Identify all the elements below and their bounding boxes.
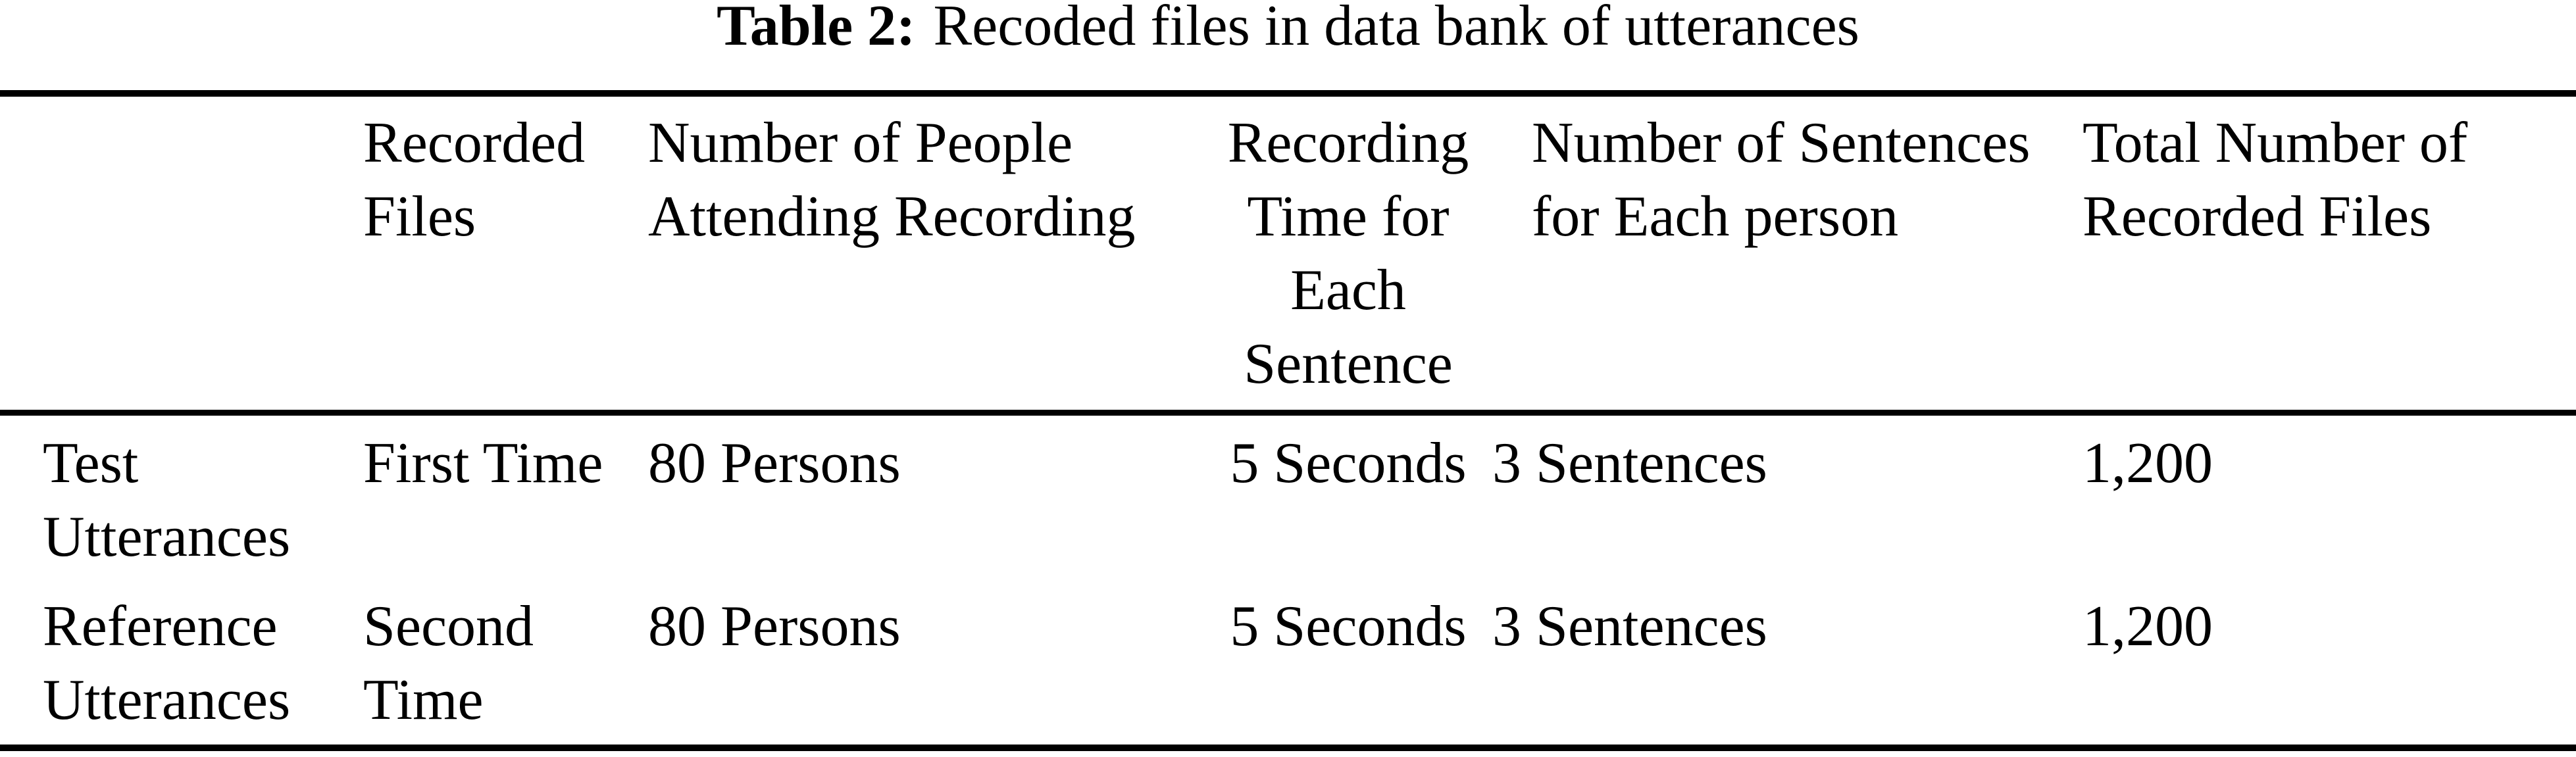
cell-sentence-count: 3 Sentences	[1492, 595, 1767, 658]
column-header-total-files: Total Number of Recorded Files	[2083, 111, 2468, 249]
column-header-sentence-count: Number of Sentences for Each person	[1532, 111, 2031, 249]
table-caption: Table 2: Recoded files in data bank of ut…	[0, 0, 2576, 63]
cell-total-files: 1,200	[2083, 595, 2213, 658]
column-header-recorded-files: Recorded Files	[363, 111, 586, 249]
cell-row-label: Test Utterances	[43, 431, 291, 569]
cell-row-label: Reference Utterances	[43, 595, 291, 732]
table-header-rule	[0, 410, 2576, 416]
table-top-rule	[0, 90, 2576, 97]
cell-sentence-count: 3 Sentences	[1492, 431, 1767, 495]
cell-recorded-files: Second Time	[363, 595, 534, 732]
table-bottom-rule	[0, 745, 2576, 751]
cell-recording-time: 5 Seconds	[1230, 431, 1467, 495]
column-header-recording-time: Recording Time for Each Sentence	[1227, 111, 1469, 396]
column-header-row-label	[0, 107, 362, 427]
column-header-people-count: Number of People Attending Recording	[648, 111, 1136, 249]
cell-people-count: 80 Persons	[648, 595, 901, 658]
caption-text: Recoded files in data bank of utterances	[933, 0, 1859, 58]
caption-label: Table 2:	[717, 0, 916, 58]
cell-total-files: 1,200	[2083, 431, 2213, 495]
cell-people-count: 80 Persons	[648, 431, 901, 495]
cell-recording-time: 5 Seconds	[1230, 595, 1467, 658]
utterance-table: Recorded Files Number of People Attendin…	[0, 107, 2576, 751]
cell-recorded-files: First Time	[363, 431, 603, 495]
